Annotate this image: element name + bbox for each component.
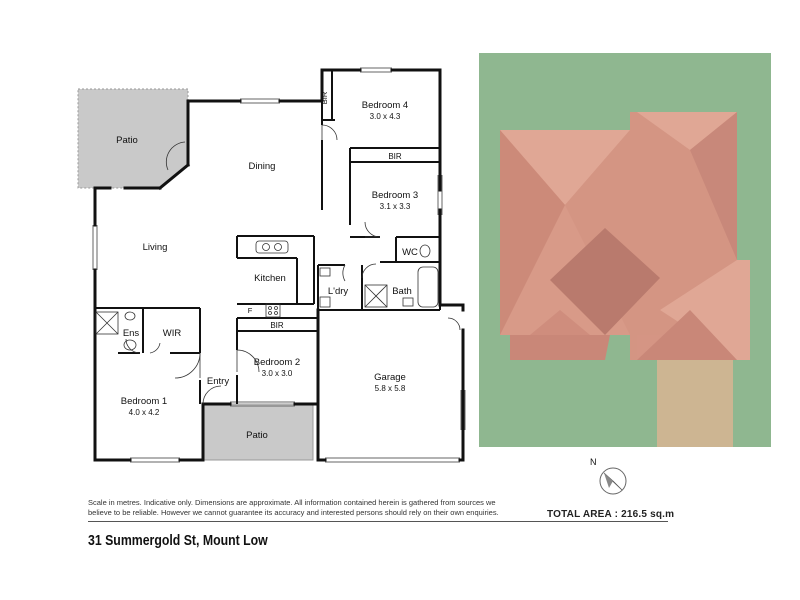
garage-dim: 5.8 x 5.8	[375, 384, 406, 393]
fridge-label: F	[248, 306, 253, 315]
walls	[93, 68, 465, 462]
disclaimer-text: Scale in metres. Indicative only. Dimens…	[88, 498, 499, 517]
bath-label: Bath	[392, 286, 412, 297]
entry-label: Entry	[207, 376, 229, 387]
garage-label: Garage	[374, 372, 406, 383]
compass-icon: N	[590, 457, 627, 495]
bedroom2-label: Bedroom 2	[254, 357, 300, 368]
bedroom3-label: Bedroom 3	[372, 190, 418, 201]
wc-label: WC	[402, 247, 418, 258]
bedroom2-dim: 3.0 x 3.0	[262, 369, 293, 378]
ens-label: Ens	[123, 328, 140, 339]
bedroom4-label: Bedroom 4	[362, 100, 408, 111]
laundry-label: L'dry	[328, 286, 349, 297]
property-address: 31 Summergold St, Mount Low	[88, 532, 268, 549]
windows	[92, 67, 466, 463]
total-area: TOTAL AREA : 216.5 sq.m	[547, 509, 675, 520]
bedroom2-bir-label: BIR	[270, 321, 284, 330]
kitchen-label: Kitchen	[254, 273, 286, 284]
bedroom4-bir-label: BIR	[320, 91, 329, 104]
living-label: Living	[143, 242, 168, 253]
patio-front-label: Patio	[246, 430, 268, 441]
dining-label: Dining	[249, 161, 276, 172]
patio-back-label: Patio	[116, 135, 138, 146]
footer-rule	[88, 521, 668, 522]
compass-label: N	[590, 457, 597, 467]
wir-label: WIR	[163, 328, 182, 339]
bedroom3-bir-label: BIR	[388, 152, 402, 161]
bedroom1-label: Bedroom 1	[121, 396, 167, 407]
site-plan	[479, 53, 771, 447]
doors	[125, 124, 461, 405]
bedroom4-dim: 3.0 x 4.3	[370, 112, 401, 121]
bedroom1-dim: 4.0 x 4.2	[129, 408, 160, 417]
bedroom3-dim: 3.1 x 3.3	[380, 202, 411, 211]
fixtures	[95, 240, 439, 351]
